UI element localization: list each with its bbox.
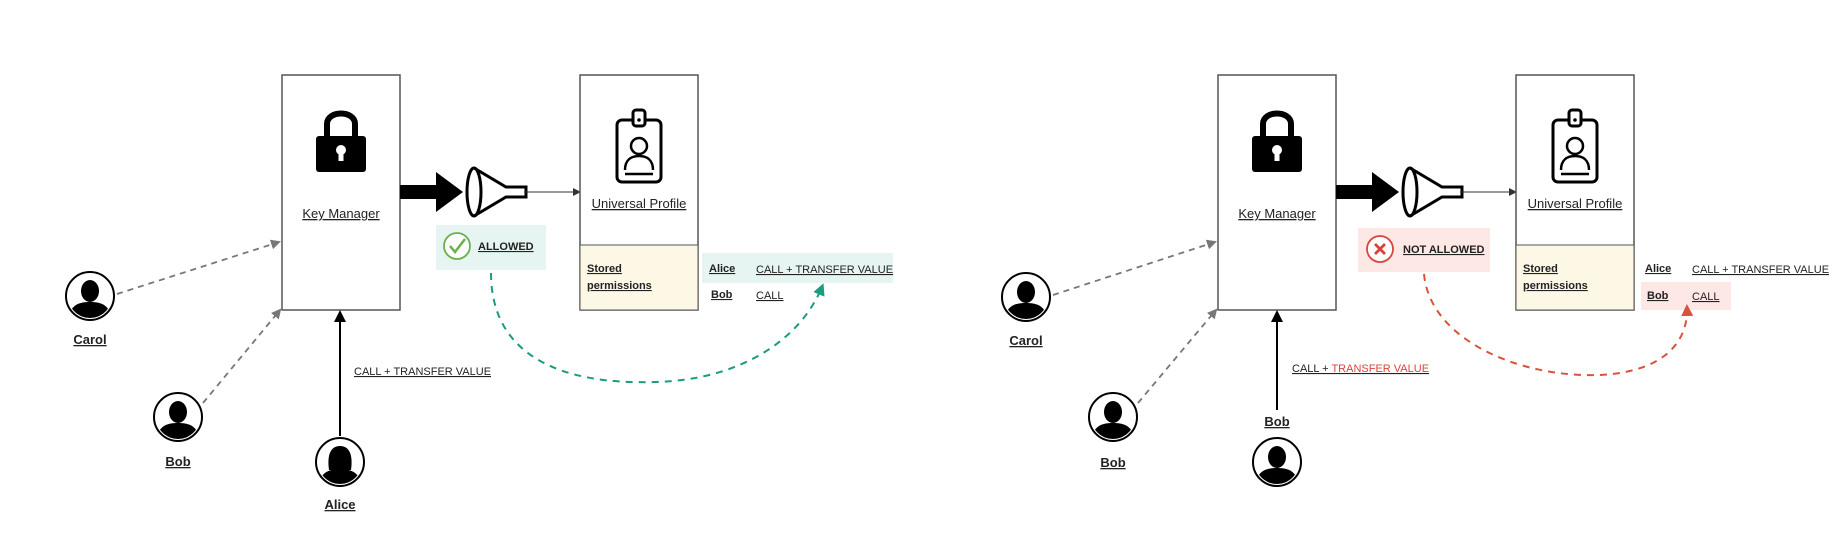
left-perm-name-alice: Alice — [709, 263, 735, 275]
carol-avatar — [1002, 273, 1050, 321]
left-stored-permissions-box — [579, 244, 699, 311]
right-stored-permissions-box — [1515, 244, 1635, 311]
right-bob-label: Bob — [1100, 455, 1125, 470]
left-stored-line2: permissions — [587, 280, 652, 292]
left-key-manager-label: Key Manager — [302, 206, 380, 221]
bob-avatar — [154, 393, 202, 441]
left-call-label: CALL + TRANSFER VALUE — [354, 366, 491, 378]
left-perm-name-bob: Bob — [711, 289, 733, 301]
denied-check-arrow — [1423, 273, 1694, 377]
right-perm-name-alice: Alice — [1645, 263, 1671, 275]
right-bob-caller-label: Bob — [1264, 414, 1289, 429]
left-bob-label: Bob — [165, 454, 190, 469]
carol-arrow — [1052, 239, 1217, 296]
left-key-manager-box — [281, 74, 401, 311]
bob-arrow — [1137, 308, 1218, 404]
right-stored-line2: permissions — [1523, 280, 1588, 292]
carol-avatar — [66, 272, 114, 320]
left-perm-value-bob: CALL — [756, 290, 784, 302]
id-badge-icon — [615, 108, 663, 184]
right-diagram: Key Manager Universal Profile Stored per… — [1002, 74, 1829, 486]
left-alice-label: Alice — [324, 497, 355, 512]
alice-avatar — [316, 438, 364, 486]
left-perm-value-alice: CALL + TRANSFER VALUE — [756, 264, 893, 276]
bob-arrow — [202, 308, 282, 404]
right-key-manager-box — [1217, 74, 1337, 311]
left-thick-arrowhead — [436, 172, 463, 212]
alice-permission-highlight — [702, 253, 893, 283]
id-badge-icon — [1551, 108, 1599, 184]
right-stored-line1: Stored — [1523, 263, 1558, 275]
not-allowed-label: NOT ALLOWED — [1403, 244, 1485, 256]
right-perm-value-alice: CALL + TRANSFER VALUE — [1692, 264, 1829, 276]
right-call-label: CALL + TRANSFER VALUE — [1292, 363, 1429, 375]
filter-icon — [465, 166, 528, 218]
filter-icon — [1401, 166, 1464, 218]
left-universal-profile-label: Universal Profile — [592, 196, 687, 211]
left-stored-line1: Stored — [587, 263, 622, 275]
right-perm-value-bob: CALL — [1692, 291, 1720, 303]
bob-caller-avatar — [1253, 438, 1301, 486]
allowed-check-arrow — [490, 272, 825, 384]
bob-avatar — [1089, 393, 1137, 441]
right-perm-name-bob: Bob — [1647, 290, 1669, 302]
left-diagram: Key Manager Universal Profile Stored per… — [66, 74, 893, 512]
left-carol-label: Carol — [73, 332, 106, 347]
right-universal-profile-label: Universal Profile — [1528, 196, 1623, 211]
allowed-label: ALLOWED — [478, 241, 534, 253]
right-thick-arrowhead — [1372, 172, 1399, 212]
right-carol-label: Carol — [1009, 333, 1042, 348]
check-icon — [443, 232, 471, 260]
carol-arrow — [116, 239, 281, 295]
right-key-manager-label: Key Manager — [1238, 206, 1316, 221]
